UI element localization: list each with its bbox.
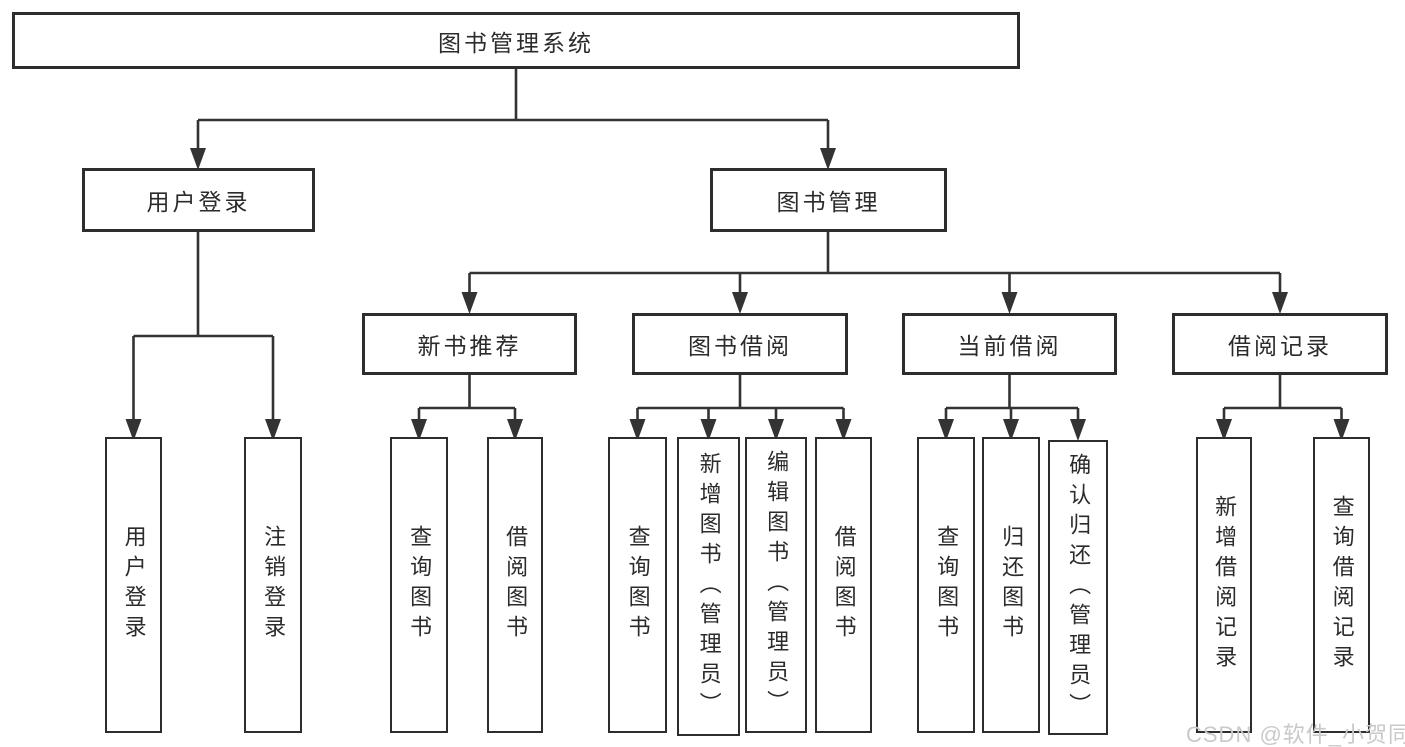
arrow-down-icon: [1272, 292, 1288, 314]
arrow-down-icon: [1216, 419, 1232, 441]
node-new-book-recommendation: 新书推荐: [362, 313, 577, 375]
node-label: 用户登录: [121, 525, 147, 645]
arrow-down-icon: [1333, 419, 1350, 441]
node-label: 查询图书: [625, 525, 651, 645]
arrow-down-icon: [938, 419, 954, 441]
arrow-down-icon: [125, 419, 142, 441]
leaf-rec-query-books: 查询图书: [390, 437, 448, 733]
arrow-down-icon: [1001, 292, 1018, 314]
arrow-down-icon: [461, 292, 478, 314]
arrowhead-icons: [125, 148, 1350, 441]
node-label: 归还图书: [999, 525, 1025, 645]
arrow-down-icon: [835, 419, 852, 441]
leaf-logout: 注销登录: [244, 437, 302, 733]
node-label: 确认归还（管理员）: [1066, 452, 1092, 723]
arrow-down-icon: [411, 419, 427, 441]
node-current-borrowing: 当前借阅: [902, 313, 1117, 375]
arrow-down-icon: [732, 292, 748, 314]
leaf-br-add-record: 新增借阅记录: [1196, 437, 1252, 733]
arrow-down-icon: [768, 419, 784, 441]
node-user-login: 用户登录: [82, 168, 315, 232]
leaf-bb-edit-book-admin: 编辑图书（管理员）: [745, 437, 807, 733]
watermark: CSDN @软件_小贺同学: [1186, 722, 1405, 747]
node-label: 借阅图书: [503, 525, 529, 645]
node-label: 图书管理: [776, 189, 881, 215]
node-label: 借阅记录: [1228, 333, 1332, 359]
leaf-cb-return-books: 归还图书: [982, 437, 1040, 733]
node-label: 图书借阅: [688, 333, 792, 359]
leaf-bb-add-book-admin: 新增图书（管理员）: [677, 437, 740, 736]
leaf-bb-query-books: 查询图书: [608, 437, 667, 733]
node-book-management: 图书管理: [710, 168, 947, 232]
leaf-cb-confirm-return-admin: 确认归还（管理员）: [1048, 440, 1108, 735]
node-label: 图书管理系统: [438, 29, 594, 56]
arrow-down-icon: [507, 419, 523, 441]
arrow-down-icon: [820, 148, 836, 170]
node-borrowing-records: 借阅记录: [1172, 313, 1388, 375]
arrow-down-icon: [190, 148, 206, 170]
arrow-down-icon: [265, 419, 281, 441]
node-label: 用户登录: [146, 189, 251, 215]
node-library-management-system: 图书管理系统: [12, 12, 1020, 69]
node-label: 新增图书（管理员）: [696, 451, 722, 722]
node-label: 当前借阅: [957, 333, 1062, 359]
node-label: 查询图书: [407, 525, 433, 645]
leaf-cb-query-books: 查询图书: [917, 437, 975, 733]
tree-edges: [132, 69, 1343, 422]
arrow-down-icon: [629, 419, 646, 441]
arrow-down-icon: [1070, 419, 1086, 441]
leaf-rec-borrow-books: 借阅图书: [487, 437, 543, 733]
node-label: 编辑图书（管理员）: [764, 450, 790, 720]
node-label: 查询图书: [934, 525, 960, 645]
leaf-user-login: 用户登录: [105, 437, 162, 733]
arrow-down-icon: [1003, 419, 1019, 441]
node-label: 新书推荐: [417, 333, 522, 359]
node-label: 查询借阅记录: [1329, 495, 1355, 675]
node-label: 新增借阅记录: [1212, 495, 1238, 675]
leaf-bb-borrow-books: 借阅图书: [815, 437, 872, 733]
leaf-br-query-record: 查询借阅记录: [1313, 437, 1370, 733]
node-book-borrowing: 图书借阅: [632, 313, 848, 375]
node-label: 借阅图书: [831, 525, 857, 645]
arrow-down-icon: [700, 419, 717, 441]
node-label: 注销登录: [261, 525, 287, 645]
